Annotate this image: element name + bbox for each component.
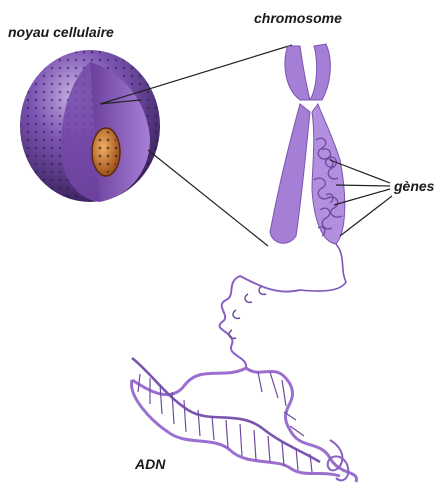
label-nucleus: noyau cellulaire [8,24,114,40]
nucleus-illustration [20,50,160,202]
chromatin-strand [300,244,346,291]
chromosome-lower-arm-left [270,104,310,243]
label-dna: ADN [135,456,165,472]
gene-pointer-4 [340,196,392,236]
chromosome-upper-arm-left [285,46,310,100]
nucleolus-texture [94,131,118,173]
chromosome-upper-arm-right [310,44,330,100]
label-genes: gènes [394,178,434,194]
dna-coil [220,276,300,368]
dna-strand-a [132,368,357,482]
pointer-line-bottom [148,150,268,246]
dna-supercoil [220,276,300,368]
label-chromosome: chromosome [254,10,342,26]
chromosome-illustration [270,44,346,291]
dna-supercoil-inner [229,286,266,338]
